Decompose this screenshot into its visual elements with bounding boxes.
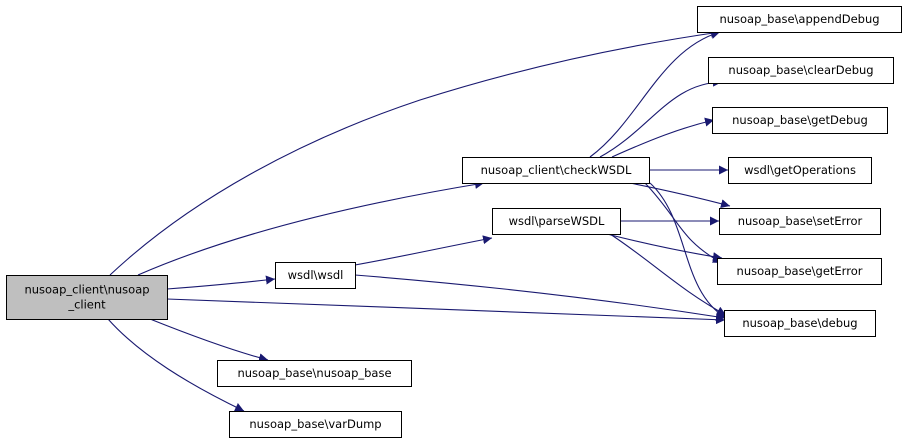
node-label: nusoap_base\nusoap_base bbox=[237, 366, 391, 380]
node-label: nusoap_base\getError bbox=[737, 264, 863, 278]
node-root[interactable]: nusoap_client\nusoap_client bbox=[6, 275, 168, 320]
edge-line bbox=[629, 182, 731, 209]
node-appendDebug[interactable]: nusoap_base\appendDebug bbox=[697, 6, 902, 33]
node-label: nusoap_base\appendDebug bbox=[719, 12, 879, 26]
node-label: wsdl\parseWSDL bbox=[509, 214, 605, 228]
node-varDump[interactable]: nusoap_base\varDump bbox=[229, 411, 402, 438]
node-checkWSDL[interactable]: nusoap_client\checkWSDL bbox=[462, 157, 650, 184]
edge-root-to-varDump bbox=[107, 318, 245, 412]
edge-line bbox=[354, 274, 726, 322]
node-box bbox=[712, 107, 888, 134]
node-getDebug[interactable]: nusoap_base\getDebug bbox=[712, 107, 888, 134]
edge-line bbox=[137, 180, 485, 276]
edge-line bbox=[166, 275, 276, 290]
node-label: nusoap_base\getDebug bbox=[732, 113, 868, 127]
node-setError[interactable]: nusoap_base\setError bbox=[719, 208, 881, 235]
edge-line bbox=[109, 28, 721, 276]
edge-root-to-debug bbox=[166, 298, 726, 325]
edge-line bbox=[149, 318, 269, 363]
node-box bbox=[217, 360, 412, 387]
edge-line bbox=[354, 235, 493, 266]
node-getError[interactable]: nusoap_base\getError bbox=[717, 258, 882, 285]
edge-wsdl-to-parseWSDL bbox=[354, 235, 493, 266]
node-box bbox=[462, 157, 650, 184]
edge-line bbox=[611, 117, 715, 158]
edges-layer bbox=[107, 28, 731, 412]
edge-wsdl-to-debug bbox=[354, 274, 726, 322]
node-box bbox=[728, 157, 872, 184]
edge-parseWSDL-to-getError bbox=[606, 233, 723, 262]
node-label: wsdl\wsdl bbox=[288, 268, 344, 282]
node-box bbox=[719, 208, 881, 235]
edge-line bbox=[609, 233, 727, 316]
edge-checkWSDL-to-clearDebug bbox=[599, 77, 723, 158]
node-label: _client bbox=[67, 298, 106, 312]
edge-root-to-checkWSDL bbox=[137, 180, 485, 276]
node-box bbox=[275, 262, 356, 289]
edge-line bbox=[166, 298, 726, 325]
node-box bbox=[6, 275, 168, 320]
edge-root-to-appendDebug bbox=[109, 28, 721, 276]
edge-line bbox=[606, 233, 723, 262]
node-label: nusoap_base\clearDebug bbox=[728, 63, 873, 77]
node-clearDebug[interactable]: nusoap_base\clearDebug bbox=[708, 57, 894, 84]
edge-parseWSDL-to-debug bbox=[609, 233, 727, 316]
node-box bbox=[717, 258, 882, 285]
node-parseWSDL[interactable]: wsdl\parseWSDL bbox=[492, 208, 621, 235]
node-box bbox=[724, 310, 876, 337]
node-label: nusoap_client\nusoap bbox=[24, 283, 149, 297]
edge-checkWSDL-to-debug bbox=[649, 182, 727, 319]
nodes-layer: nusoap_client\nusoap_clientnusoap_client… bbox=[6, 6, 902, 438]
edge-root-to-wsdl bbox=[166, 275, 276, 290]
edge-line bbox=[649, 182, 727, 319]
edge-root-to-nusoap_base bbox=[149, 318, 269, 363]
node-label: nusoap_client\checkWSDL bbox=[481, 163, 632, 177]
node-box bbox=[708, 57, 894, 84]
edge-line bbox=[107, 318, 245, 412]
node-box bbox=[492, 208, 621, 235]
node-debug[interactable]: nusoap_base\debug bbox=[724, 310, 876, 337]
node-nusoap_base[interactable]: nusoap_base\nusoap_base bbox=[217, 360, 412, 387]
node-wsdl[interactable]: wsdl\wsdl bbox=[275, 262, 356, 289]
node-label: nusoap_base\debug bbox=[742, 316, 857, 330]
edge-checkWSDL-to-getDebug bbox=[611, 117, 715, 158]
node-label: wsdl\getOperations bbox=[744, 163, 856, 177]
edge-line bbox=[589, 30, 721, 158]
edge-checkWSDL-to-setError bbox=[629, 182, 731, 209]
edge-checkWSDL-to-appendDebug bbox=[589, 30, 721, 158]
node-box bbox=[697, 6, 902, 33]
edge-line bbox=[599, 77, 723, 158]
node-label: nusoap_base\setError bbox=[738, 214, 863, 228]
node-box bbox=[229, 411, 402, 438]
node-getOperations[interactable]: wsdl\getOperations bbox=[728, 157, 872, 184]
node-label: nusoap_base\varDump bbox=[249, 417, 381, 431]
